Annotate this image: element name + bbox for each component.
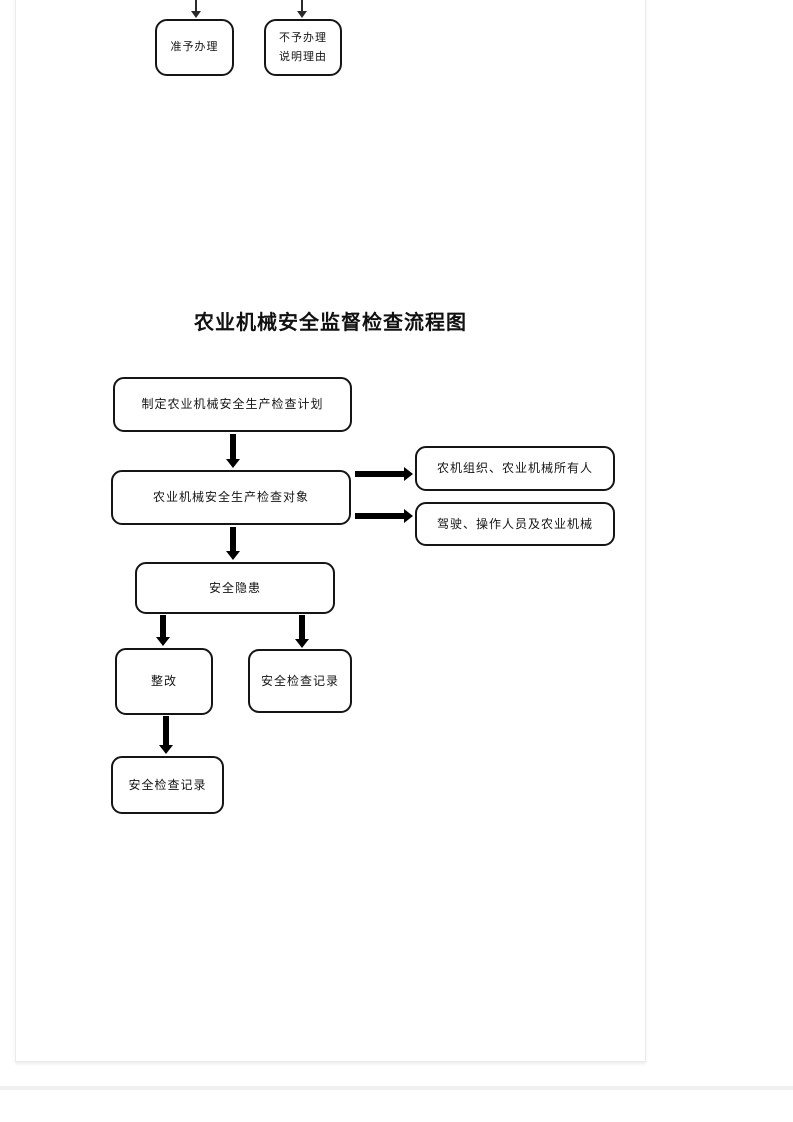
arrow-stem	[230, 434, 236, 459]
node-target: 农业机械安全生产检查对象	[111, 470, 351, 525]
connector-hazard-record	[295, 615, 309, 648]
arrow-stem	[355, 513, 404, 519]
arrow-stem	[163, 716, 169, 745]
arrow-head	[404, 509, 413, 523]
arrow-stem	[160, 615, 166, 637]
arrow-head	[297, 11, 307, 18]
connector-target-owners	[355, 467, 413, 481]
node-hazard-label: 安全隐患	[208, 580, 261, 595]
flowchart-title: 农业机械安全监督检查流程图	[194, 312, 467, 334]
arrow-head	[226, 551, 240, 560]
node-inspection-record-final: 安全检查记录	[111, 756, 224, 814]
node-reject-label: 不予办理 说明理由	[279, 29, 327, 66]
node-reject: 不予办理 说明理由	[264, 19, 342, 76]
arrow-head	[159, 745, 173, 754]
node-inspection-record-final-label: 安全检查记录	[128, 777, 207, 792]
node-hazard: 安全隐患	[135, 562, 335, 614]
node-inspection-record: 安全检查记录	[248, 649, 352, 713]
connector-target-hazard	[226, 527, 240, 560]
arrow-head	[156, 637, 170, 646]
arrow-stem	[195, 0, 197, 11]
arrow-stem	[299, 615, 305, 639]
node-approve-label: 准予办理	[170, 41, 219, 54]
node-approve: 准予办理	[155, 19, 234, 76]
connector-hazard-rectify	[156, 615, 170, 646]
arrow-head	[404, 467, 413, 481]
node-inspection-record-label: 安全检查记录	[260, 673, 339, 688]
arrow-stem	[355, 471, 404, 477]
arrow-down-icon	[190, 0, 202, 18]
page-separator	[0, 1086, 793, 1090]
arrow-stem	[230, 527, 236, 551]
node-reject-line2: 说明理由	[279, 50, 327, 63]
node-owners: 农机组织、农业机械所有人	[415, 446, 615, 491]
connector-target-operators	[355, 509, 413, 523]
arrow-stem	[301, 0, 303, 11]
node-rectify-label: 整改	[150, 674, 177, 689]
arrow-head	[226, 459, 240, 468]
node-operators-label: 驾驶、操作人员及农业机械	[436, 516, 593, 531]
node-plan-label: 制定农业机械安全生产检查计划	[141, 397, 324, 412]
node-target-label: 农业机械安全生产检查对象	[152, 490, 309, 505]
connector-plan-target	[226, 434, 240, 468]
arrow-down-icon	[296, 0, 308, 18]
node-operators: 驾驶、操作人员及农业机械	[415, 502, 615, 546]
connector-rectify-final	[159, 716, 173, 754]
node-rectify: 整改	[115, 648, 213, 715]
arrow-head	[191, 11, 201, 18]
arrow-head	[295, 639, 309, 648]
node-owners-label: 农机组织、农业机械所有人	[436, 461, 593, 476]
node-plan: 制定农业机械安全生产检查计划	[113, 377, 352, 432]
node-reject-line1: 不予办理	[279, 31, 327, 44]
